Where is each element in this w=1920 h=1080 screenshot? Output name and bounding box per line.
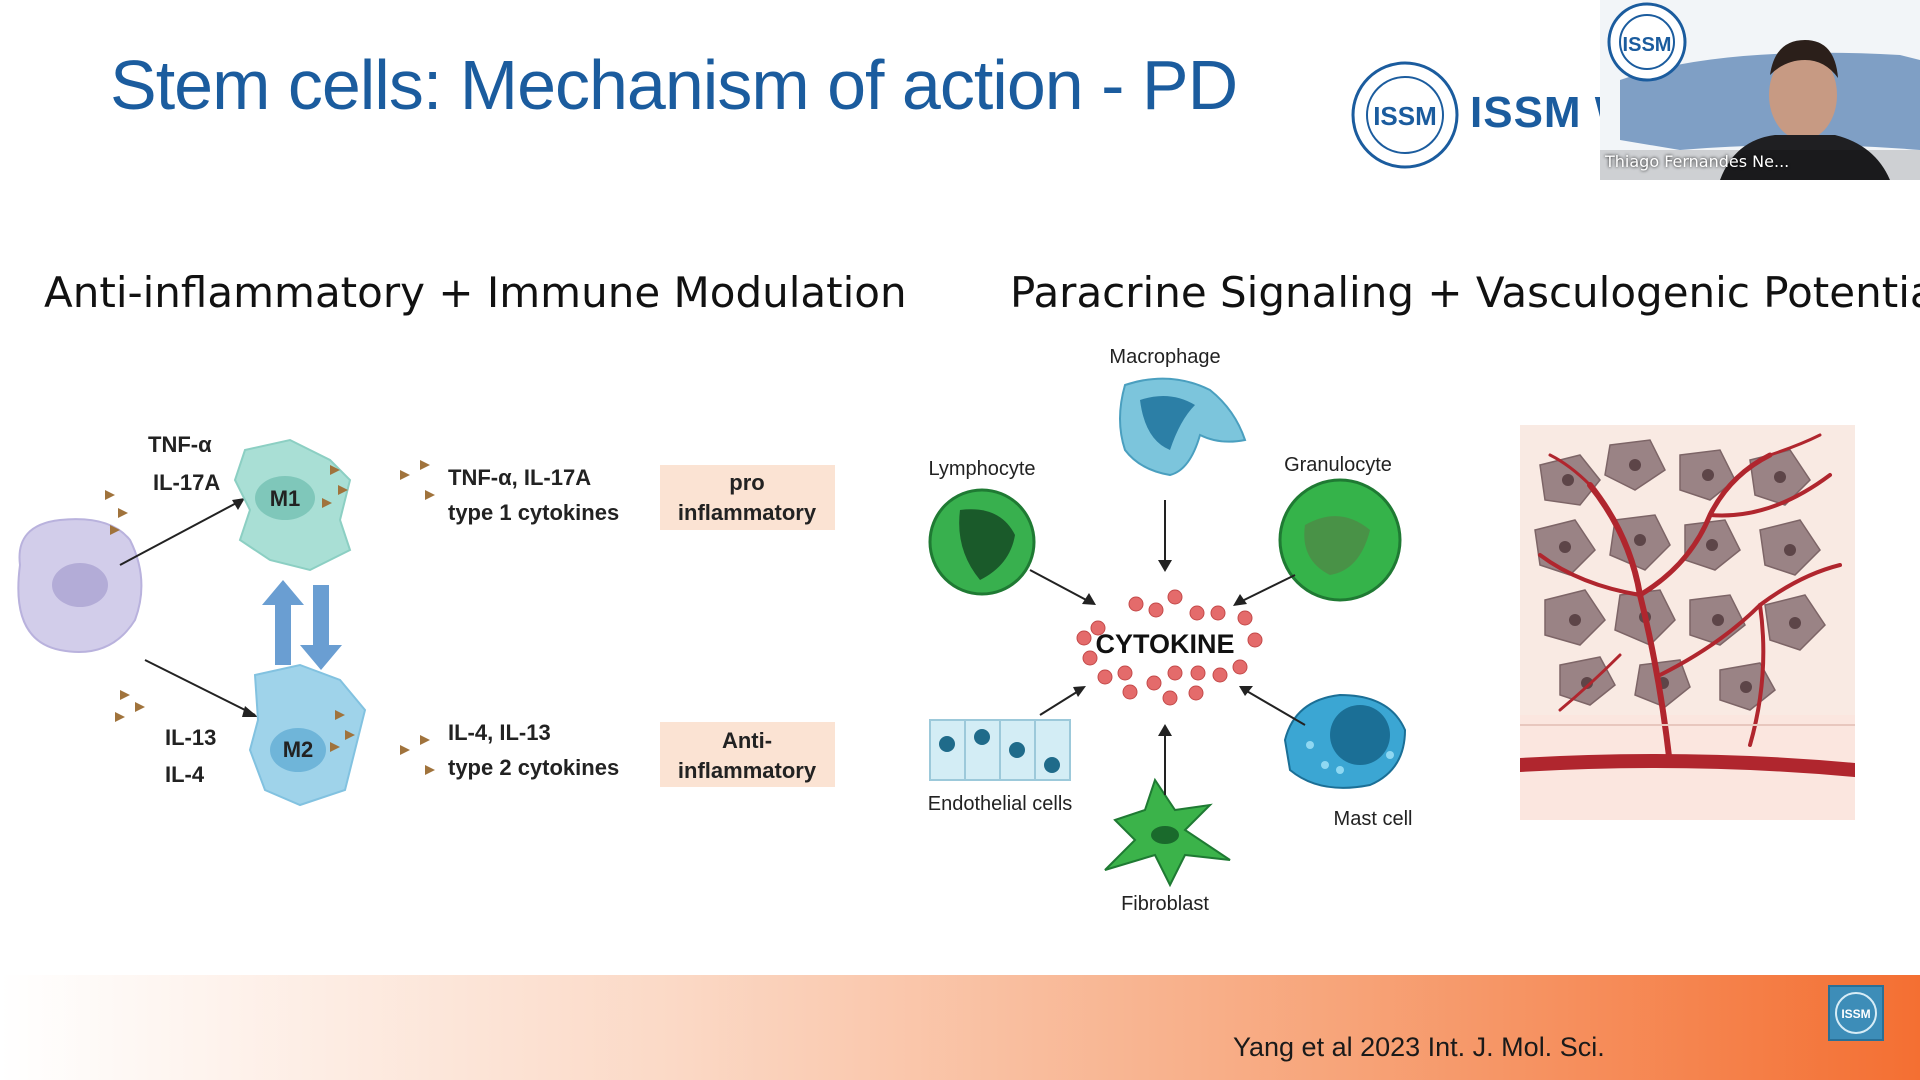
vasculogenic-tissue-figure	[1520, 425, 1855, 820]
m1-nucleus	[255, 476, 315, 520]
anti-inflammatory-box	[660, 722, 835, 787]
m1-input-il17a: IL-17A	[153, 470, 220, 495]
macrophage-polarization-figure: M1 M2 TNF-α IL-17A IL-13 IL-4 TNF-α, IL-…	[17, 432, 835, 807]
label-mast-cell: Mast cell	[1334, 808, 1413, 830]
participant-video-feed: ISSM	[1600, 0, 1920, 180]
cytokine-figure: Macrophage Lymphocyte Granulocyte Endoth…	[928, 346, 1413, 915]
label-fibroblast: Fibroblast	[1121, 893, 1209, 915]
m2-label: M2	[283, 737, 314, 762]
anti-inflammatory-line1: Anti-	[722, 728, 772, 753]
cytokine-particles	[105, 460, 435, 775]
m2-output-line2: type 2 cytokines	[448, 755, 619, 780]
blood-vessels	[1520, 433, 1855, 777]
m1-input-tnf: TNF-α	[148, 432, 212, 457]
polarization-arrow-up	[262, 580, 304, 665]
label-macrophage: Macrophage	[1109, 346, 1220, 368]
issm-logo: ISSM	[1351, 61, 1459, 169]
arrow-to-m2	[144, 659, 256, 716]
polarization-arrow-down	[300, 585, 342, 670]
cytokine-arrows	[1029, 500, 1306, 795]
video-logo-text: ISSM	[1623, 34, 1672, 56]
pro-inflammatory-line2: inflammatory	[678, 500, 817, 525]
endothelial-cells	[929, 719, 1071, 781]
participant-name: Thiago Fernandes Ne...	[1605, 152, 1790, 171]
label-endothelial: Endothelial cells	[928, 793, 1073, 815]
m2-nucleus	[270, 728, 326, 772]
participant-body	[1720, 135, 1890, 180]
slide-title: Stem cells: Mechanism of action - PD	[110, 46, 1238, 124]
pro-inflammatory-box	[660, 465, 835, 530]
cytokine-label: CYTOKINE	[1095, 629, 1234, 659]
issm-logo-text: ISSM	[1373, 101, 1437, 131]
m1-output-line1: TNF-α, IL-17A	[448, 465, 591, 490]
label-lymphocyte: Lymphocyte	[928, 458, 1035, 480]
m2-input-il4: IL-4	[165, 762, 205, 787]
macrophage-cell	[1119, 377, 1247, 477]
pro-inflammatory-line1: pro	[729, 470, 764, 495]
right-heading: Paracrine Signaling + Vasculogenic Poten…	[1010, 268, 1920, 317]
anti-inflammatory-line2: inflammatory	[678, 758, 817, 783]
participant-head	[1769, 50, 1837, 140]
participant-video-tile[interactable]: ISSM	[1600, 0, 1920, 180]
m2-output-line1: IL-4, IL-13	[448, 720, 551, 745]
issm-brand-text: ISSM W	[1470, 88, 1600, 137]
citation: Yang et al 2023 Int. J. Mol. Sci.	[1233, 1032, 1605, 1062]
m2-input-il13: IL-13	[165, 725, 216, 750]
precursor-nucleus	[52, 563, 108, 607]
m1-output-line2: type 1 cytokines	[448, 500, 619, 525]
arrow-to-m1	[119, 499, 243, 566]
footer-logo-icon: ISSM	[1835, 992, 1877, 1034]
footer-issm-logo: ISSM	[1828, 985, 1884, 1041]
footer-band	[0, 975, 1920, 1080]
cytokine-dots	[1076, 589, 1263, 706]
m1-label: M1	[270, 486, 301, 511]
left-heading: Anti-inflammatory + Immune Modulation	[44, 268, 907, 317]
label-granulocyte: Granulocyte	[1284, 454, 1392, 476]
footer-logo-text: ISSM	[1841, 1007, 1870, 1021]
